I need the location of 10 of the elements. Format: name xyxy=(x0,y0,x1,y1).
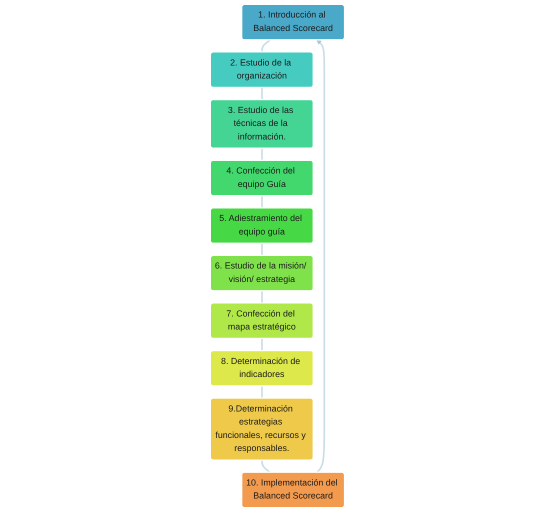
connector xyxy=(260,244,262,256)
connector xyxy=(260,460,270,474)
connector xyxy=(260,196,262,208)
connector xyxy=(260,291,262,304)
connector xyxy=(260,88,262,100)
connector xyxy=(260,39,270,52)
connector xyxy=(260,148,262,161)
arrow xyxy=(316,40,325,474)
connector xyxy=(260,338,262,351)
connector xyxy=(260,386,262,398)
